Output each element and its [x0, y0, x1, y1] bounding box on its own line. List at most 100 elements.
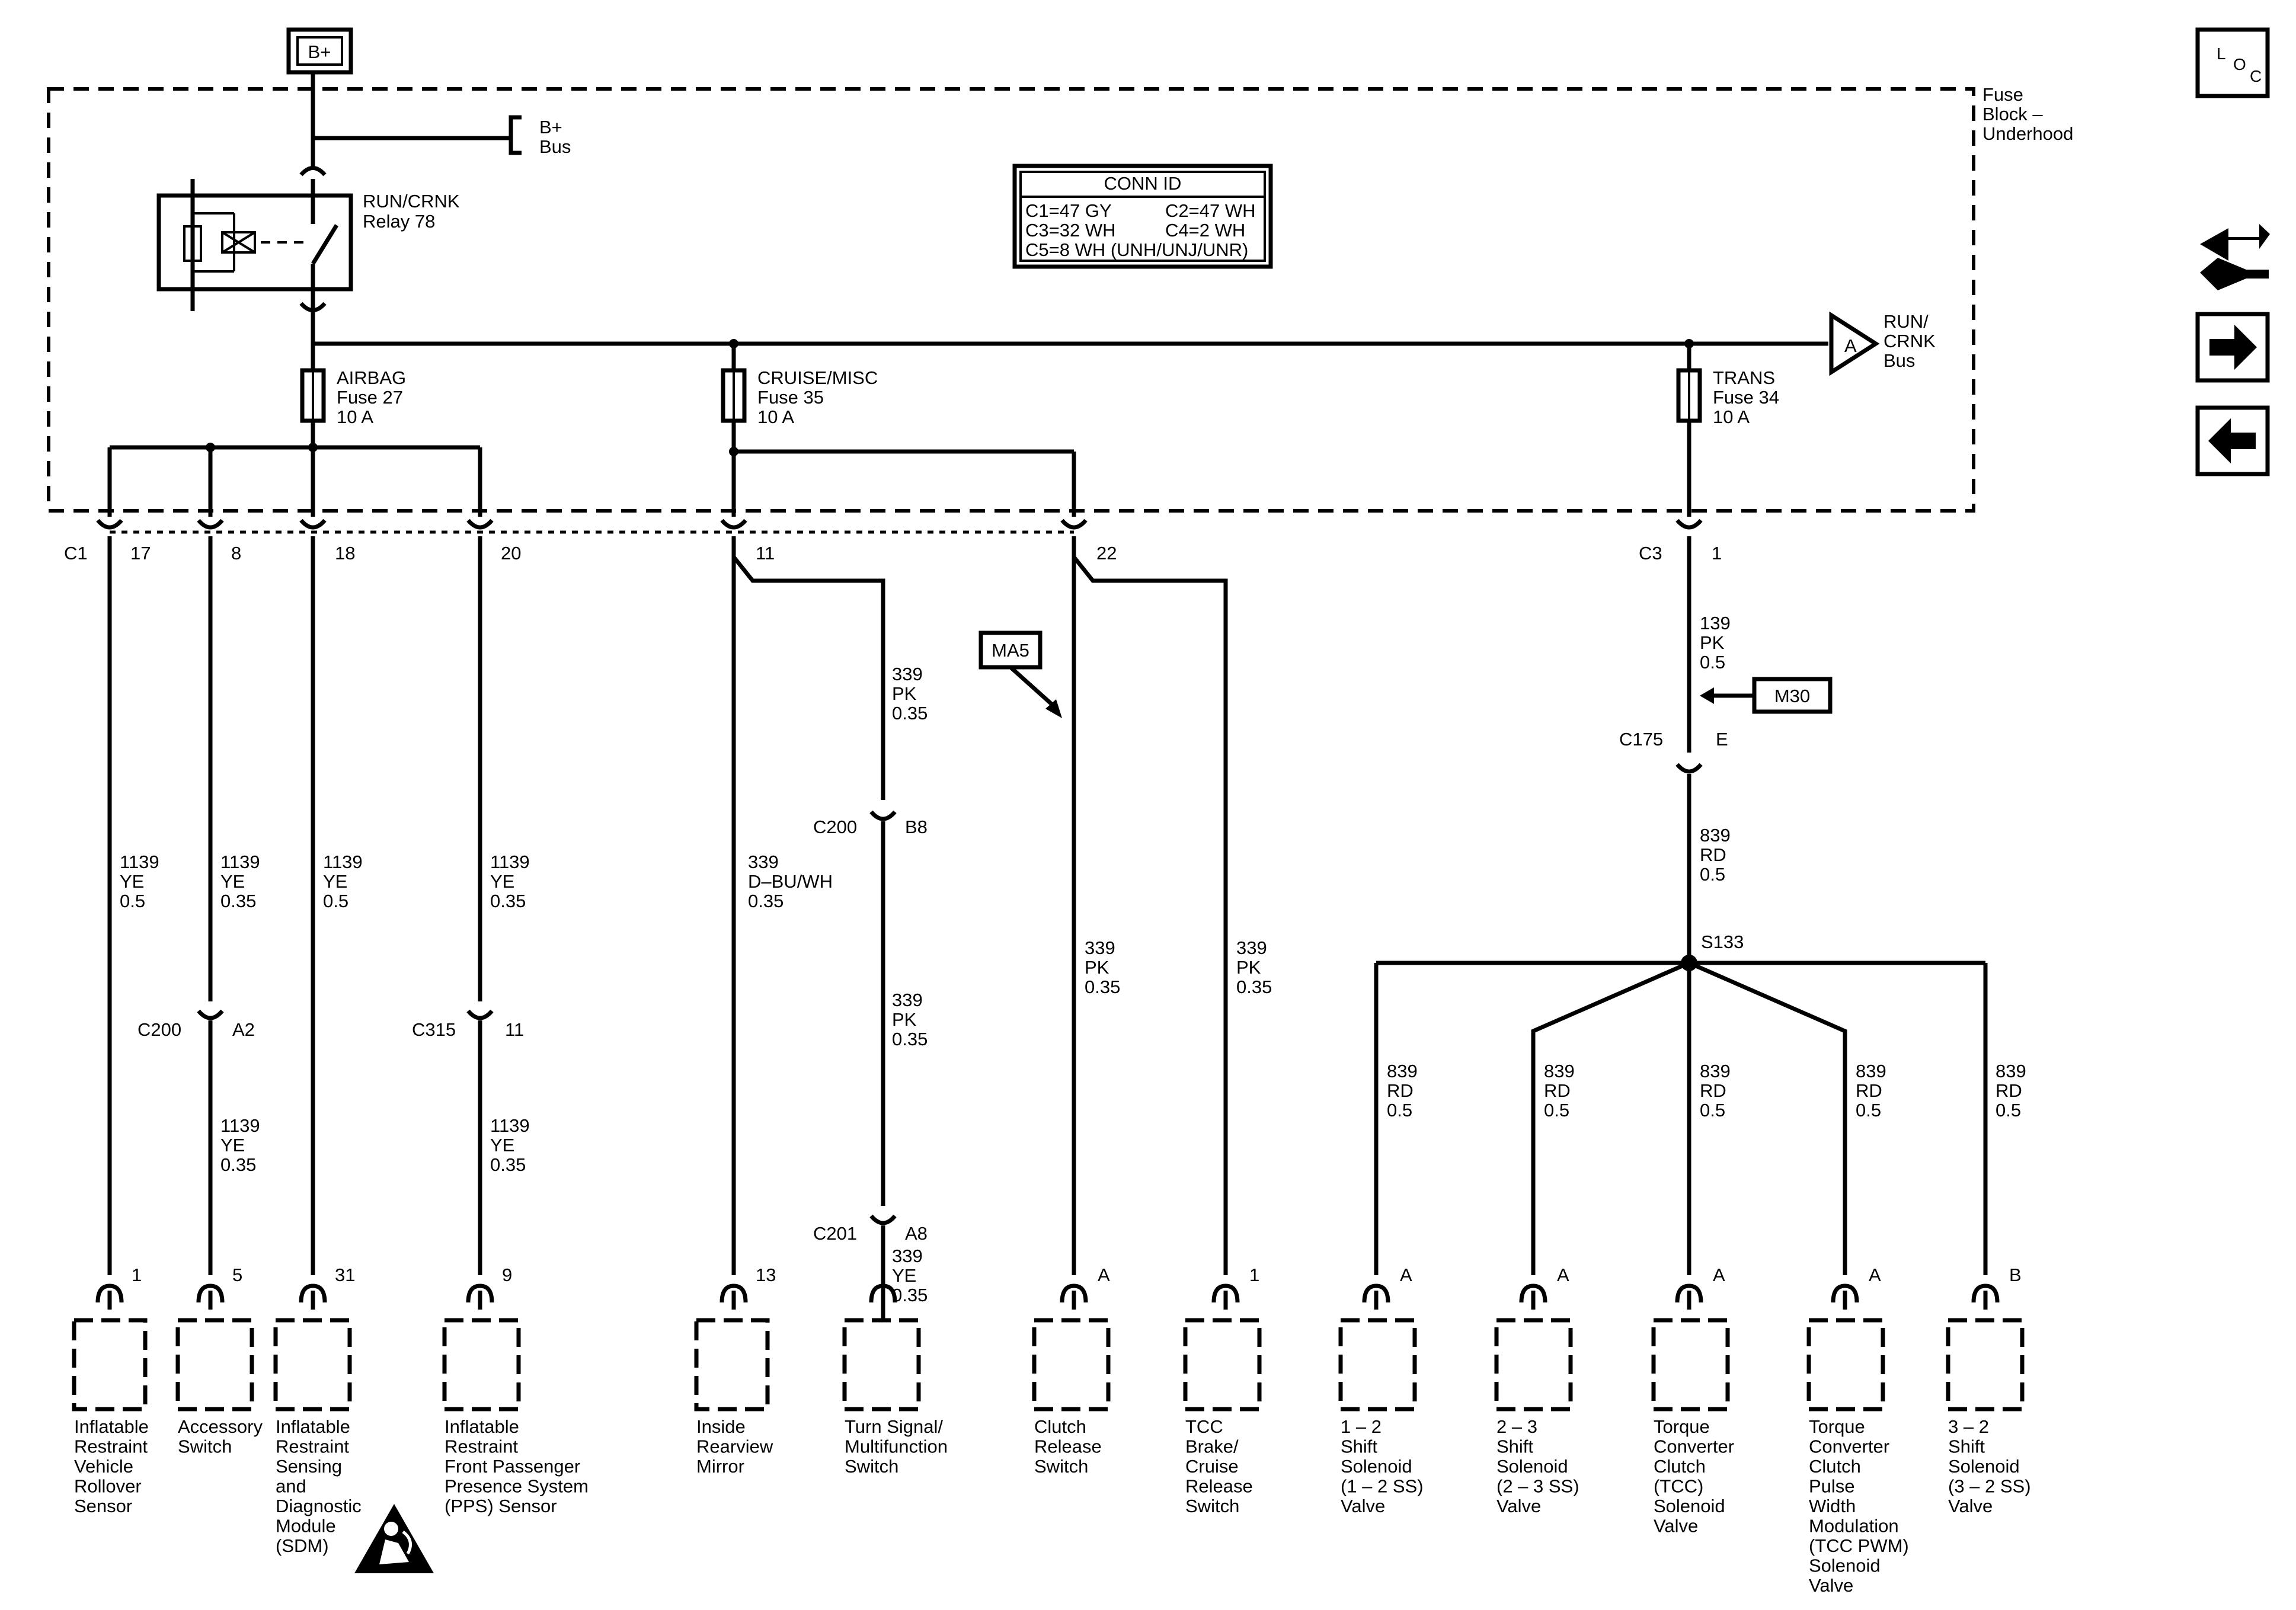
fuse-airbag [300, 344, 326, 447]
component-label-tcc: Clutch [1654, 1456, 1706, 1477]
c200-label-a: C200 [137, 1019, 181, 1040]
fuse-trans-label-1: TRANS [1713, 367, 1775, 388]
component-label-tccpwm: Solenoid [1809, 1555, 1881, 1576]
component-label-mirror: Rearview [696, 1436, 773, 1457]
component-label-rollover: Vehicle [74, 1456, 133, 1477]
svg-text:RD: RD [1700, 1080, 1726, 1101]
component-label-tcc: Solenoid [1654, 1496, 1725, 1516]
component-label-ss12: Valve [1341, 1496, 1385, 1516]
fuse-airbag-label-1: AIRBAG [337, 367, 406, 388]
wire-trans2-circuit: 839 [1700, 825, 1731, 846]
m30-option-callout: M30 [1700, 677, 1833, 714]
wire-20b-size: 0.35 [490, 1154, 526, 1175]
wire-11-size: 0.35 [748, 891, 784, 911]
wire-20-color: YE [490, 871, 514, 892]
component-terminals [72, 1283, 2025, 1411]
wire-clutch-circuit: 339 [1085, 937, 1115, 958]
wire-clutch-color: PK [1085, 957, 1109, 978]
component-label-ss23: Solenoid [1496, 1456, 1568, 1477]
svg-text:839: 839 [1996, 1061, 2026, 1081]
pin-c315-11: 11 [505, 1019, 524, 1040]
component-label-tccpwm: Valve [1809, 1575, 1853, 1596]
c175-label: C175 [1619, 729, 1663, 750]
c3-label: C3 [1639, 543, 1662, 564]
arrow-left-icon[interactable] [2195, 405, 2270, 476]
component-label-mirror: Mirror [696, 1456, 744, 1477]
pin-20: 20 [501, 543, 521, 564]
conn-id-c1: C1=47 GY [1025, 200, 1112, 221]
loc-icon[interactable]: L O C [2195, 27, 2270, 98]
b-plus-supply: B+ [286, 27, 353, 75]
component-label-tccpwm: Clutch [1809, 1456, 1861, 1477]
fuse-cruise [721, 344, 747, 452]
component-label-sdm: Restraint [276, 1436, 349, 1457]
wrench-arrows-icon[interactable] [2200, 224, 2270, 290]
wire-8-size: 0.35 [220, 891, 256, 911]
component-label-sdm: Inflatable [276, 1416, 350, 1437]
component-label-sdm: Module [276, 1516, 336, 1537]
c1-connector-pins [96, 518, 1703, 530]
component-label-tccpwm: Modulation [1809, 1516, 1899, 1537]
wire-tcc-size: 0.35 [1236, 977, 1272, 997]
wire-8b-size: 0.35 [220, 1154, 256, 1175]
wire-11-circuit: 339 [748, 852, 779, 872]
component-accessory [175, 1283, 254, 1411]
s133-splice [1374, 955, 1988, 1275]
fuse-block-label-3: Underhood [1982, 123, 2073, 144]
component-label-pps: Front Passenger [445, 1456, 580, 1477]
conn-id-table: CONN ID C1=47 GY C2=47 WH C3=32 WH C4=2 … [1012, 164, 1273, 269]
fuse-block-label-1: Fuse [1982, 84, 2023, 105]
fuse-cruise-label-2: Fuse 35 [757, 387, 824, 408]
comp-pin-9: 9 [502, 1265, 512, 1285]
component-sdm [273, 1283, 352, 1411]
wire-ts3-size: 0.35 [892, 1285, 928, 1305]
component-label-clutch: Switch [1034, 1456, 1088, 1477]
comp-pin-a: A [1869, 1265, 1881, 1285]
component-label-tccpwm: Pulse [1809, 1476, 1855, 1497]
relay-label-1: RUN/CRNK [363, 191, 460, 212]
c200-label-b: C200 [813, 817, 857, 837]
run-bus-label-1: RUN/ [1884, 311, 1929, 332]
svg-text:839: 839 [1856, 1061, 1886, 1081]
airbag-warning-icon [354, 1504, 434, 1573]
c315-label: C315 [412, 1019, 456, 1040]
component-label-clutch: Release [1034, 1436, 1102, 1457]
loc-c: C [2250, 67, 2262, 85]
bplus-bus-label-1: B+ [539, 117, 562, 137]
fuse-block-outline [47, 87, 1975, 513]
pin-18: 18 [335, 543, 355, 564]
run-crnk-relay [156, 166, 353, 344]
component-clutch [1032, 1283, 1111, 1411]
component-label-ss12: Solenoid [1341, 1456, 1412, 1477]
component-label-turn: Multifunction [845, 1436, 948, 1457]
run-bus-label-2: CRNK [1884, 331, 1936, 351]
component-label-tcc: Converter [1654, 1436, 1734, 1457]
wire-20-size: 0.35 [490, 891, 526, 911]
comp-pin-tcc-1: 1 [1249, 1265, 1259, 1285]
component-label-pps: Inflatable [445, 1416, 519, 1437]
component-label-sdm: (SDM) [276, 1535, 329, 1556]
component-tccpwm [1806, 1283, 1885, 1411]
c201-label: C201 [813, 1223, 857, 1244]
wire-11-color: D–BU/WH [748, 871, 833, 892]
bplus-bus-label-2: Bus [539, 136, 571, 157]
component-label-tcc-brake: Switch [1185, 1496, 1239, 1516]
component-label-rollover: Inflatable [74, 1416, 149, 1437]
wire-ts2-size: 0.35 [892, 1029, 928, 1049]
arrow-right-icon[interactable] [2195, 312, 2270, 383]
svg-text:0.5: 0.5 [1996, 1100, 2021, 1121]
wire-tcc-color: PK [1236, 957, 1261, 978]
wire-ts3-circuit: 339 [892, 1246, 923, 1266]
pin-22: 22 [1096, 543, 1117, 564]
fuse-block-label-2: Block – [1982, 104, 2043, 124]
component-label-tccpwm: Torque [1809, 1416, 1865, 1437]
component-label-rollover: Sensor [74, 1496, 132, 1516]
wire-trans1-size: 0.5 [1700, 652, 1725, 673]
component-label-pps: Restraint [445, 1436, 518, 1457]
component-ss23 [1494, 1283, 1573, 1411]
wire-8b-color: YE [220, 1135, 245, 1156]
wire-17-size: 0.5 [120, 891, 145, 911]
component-label-tcc-brake: Release [1185, 1476, 1253, 1497]
